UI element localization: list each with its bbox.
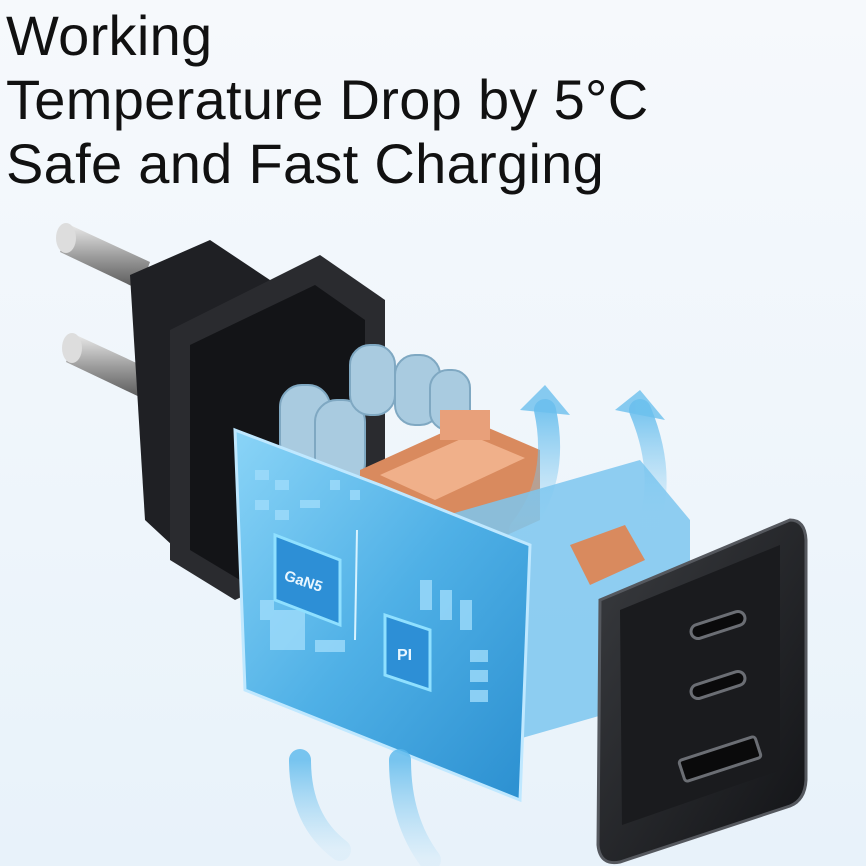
airflow-arrows: [289, 399, 667, 866]
headline-line-2: Temperature Drop by 5°C: [6, 68, 649, 131]
gan-chip: GaN5: [273, 532, 342, 628]
usb-c-connector: [570, 525, 645, 585]
usb-c-port-1: [689, 610, 747, 640]
airflow-arrowheads: [520, 385, 665, 420]
main-pcb: [233, 427, 532, 803]
headline-line-3: Safe and Fast Charging: [6, 132, 605, 195]
headline: Working Temperature Drop by 5°C Safe and…: [6, 4, 648, 196]
charger-front-face: [596, 518, 808, 865]
plug-prongs: [56, 223, 156, 400]
pi-chip-label: PI: [397, 647, 412, 664]
headline-line-1: Working: [6, 4, 213, 67]
usb-a-port: [677, 735, 763, 783]
usb-c-port-2: [689, 670, 747, 700]
pi-chip: PI: [383, 612, 432, 693]
